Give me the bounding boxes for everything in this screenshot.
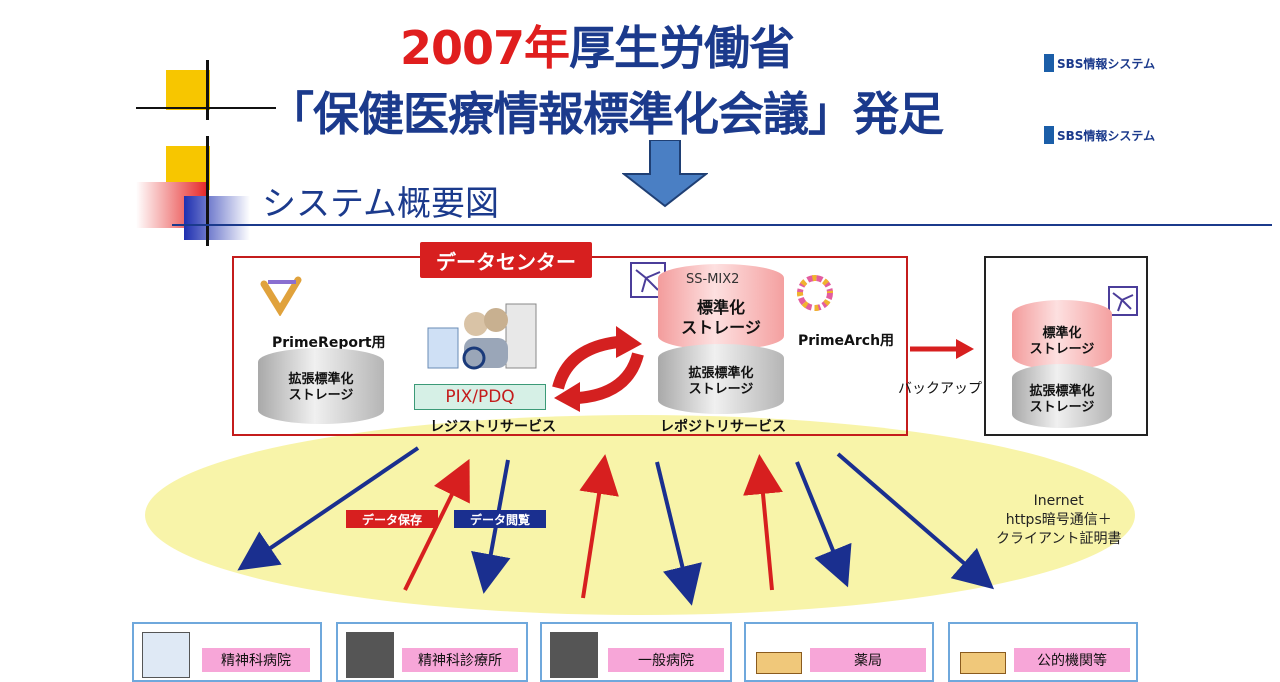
std-storage-text: 標準化 ストレージ [658, 298, 784, 338]
decor-blue-square [184, 196, 250, 240]
ext-storage-center-text: 拡張標準化 ストレージ [658, 366, 784, 399]
legend-view-tag: データ閲覧 [454, 510, 546, 528]
facility-label: 精神科診療所 [402, 648, 518, 672]
decor-yellow-square [166, 70, 210, 110]
backup-box [984, 256, 1148, 436]
std-storage-line2: ストレージ [681, 318, 761, 337]
backup-ext-storage-text: 拡張標準化 ストレージ [1012, 384, 1112, 417]
network-line2: https暗号通信＋ [1005, 511, 1112, 528]
ext-storage-center-cylinder [658, 344, 784, 414]
network-line3: クライアント証明書 [996, 530, 1122, 547]
save-arrow [743, 454, 783, 591]
network-line1: Inernet [1033, 493, 1084, 509]
save-arrow [403, 458, 470, 591]
prime-report-logo-icon [260, 276, 302, 316]
header-title-line2: 「保健医療情報標準化会議」発足 [268, 87, 944, 141]
backup-ext-line1: 拡張標準化 [1029, 384, 1095, 399]
registry-people-server-icon [427, 303, 537, 370]
backup-ext-storage-cylinder [1012, 364, 1112, 428]
prime-report-label: PrimeReport用 [272, 335, 386, 351]
sbs-logo-top: SBS情報システム [1044, 54, 1155, 72]
section-rule [172, 224, 1272, 226]
legend-save-tag: データ保存 [346, 510, 438, 528]
data-center-label: データセンター [420, 242, 592, 278]
sbs-logo-bottom: SBS情報システム [1044, 126, 1155, 144]
sbs-logo-icon [1044, 126, 1054, 144]
prime-arch-logo-icon [797, 275, 833, 311]
exchange-arrows-icon [552, 326, 644, 412]
public-office-icon [960, 652, 1006, 674]
facility-psychiatric-hospital: 精神科病院 [132, 622, 322, 682]
network-note: Inernet https暗号通信＋ クライアント証明書 [996, 492, 1121, 549]
facility-label: 精神科病院 [202, 648, 310, 672]
registry-service-label: レジストリサービス [430, 419, 556, 435]
header-year: 2007年 [400, 21, 570, 75]
backup-std-storage-cylinder [1012, 300, 1112, 370]
ext-storage-left-text: 拡張標準化 ストレージ [258, 372, 384, 405]
facility-psychiatric-clinic: 精神科診療所 [336, 622, 528, 682]
view-arrow [836, 452, 995, 590]
section-title: システム概要図 [262, 184, 499, 224]
std-storage-cylinder [658, 264, 784, 350]
pharmacy-icon [756, 652, 802, 674]
ext-storage-left-line2: ストレージ [288, 388, 354, 404]
facility-label: 薬局 [810, 648, 926, 672]
ss-mix-logo-icon [1108, 286, 1138, 316]
header-title-line1: 2007年厚生労働省 [400, 12, 795, 78]
view-arrow [237, 446, 420, 571]
backup-label: バックアップ [898, 381, 982, 397]
save-arrow [579, 454, 619, 599]
backup-arrow-icon [910, 339, 974, 359]
backup-std-line2: ストレージ [1029, 342, 1095, 358]
backup-std-storage-text: 標準化 ストレージ [1012, 326, 1112, 359]
repository-service-label: レポジトリサービス [660, 419, 786, 435]
ext-storage-left-line1: 拡張標準化 [288, 372, 354, 387]
backup-std-line1: 標準化 [1042, 326, 1082, 341]
facility-pharmacy: 薬局 [744, 622, 934, 682]
view-arrow [795, 461, 852, 588]
ext-storage-center-line2: ストレージ [688, 382, 754, 398]
decor-line [136, 107, 276, 109]
sbs-logo-icon [1044, 54, 1054, 72]
decor-line [206, 136, 209, 246]
hospital-icon [550, 632, 598, 678]
ext-storage-center-line1: 拡張標準化 [688, 366, 754, 381]
hospital-icon [142, 632, 190, 678]
clinic-icon [346, 632, 394, 678]
pix-pdq-label: PIX/PDQ [414, 384, 546, 410]
down-arrow-icon [622, 140, 708, 208]
facility-general-hospital: 一般病院 [540, 622, 732, 682]
decor-line [206, 60, 209, 120]
sbs-logo-text: SBS情報システム [1057, 56, 1156, 71]
prime-arch-label: PrimeArch用 [798, 333, 895, 349]
header-ministry: 厚生労働省 [569, 21, 795, 75]
std-storage-line1: 標準化 [696, 298, 745, 317]
backup-ext-line2: ストレージ [1029, 400, 1095, 416]
facility-public-office: 公的機関等 [948, 622, 1138, 682]
facility-label: 公的機関等 [1014, 648, 1130, 672]
facility-label: 一般病院 [608, 648, 724, 672]
view-arrow [655, 461, 702, 606]
ss-mix2-label: SS-MIX2 [686, 272, 740, 287]
sbs-logo-text: SBS情報システム [1057, 128, 1156, 143]
ext-storage-left-cylinder [258, 348, 384, 424]
